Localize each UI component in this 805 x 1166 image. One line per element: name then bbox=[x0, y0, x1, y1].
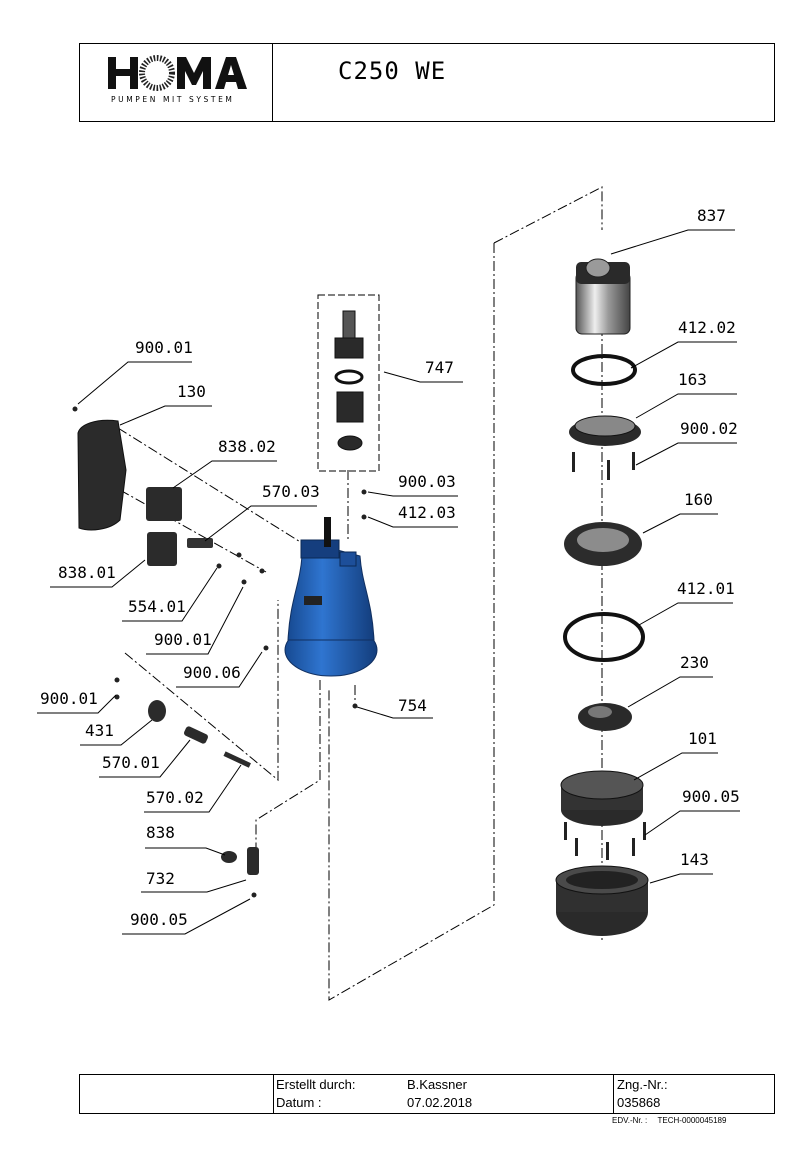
part-label-p900_02: 900.02 bbox=[680, 419, 738, 438]
part-837-motor bbox=[575, 258, 631, 335]
part-label-p838_02: 838.02 bbox=[218, 437, 276, 456]
part-label-p754: 754 bbox=[398, 696, 427, 715]
part-label-p900_01c: 900.01 bbox=[40, 689, 98, 708]
part-900-02-screws bbox=[572, 452, 635, 480]
logo-letters bbox=[108, 55, 247, 91]
part-label-p900_03: 900.03 bbox=[398, 472, 456, 491]
created-by-value: B.Kassner bbox=[407, 1077, 467, 1092]
drawing-number-label: Zng.-Nr.: bbox=[617, 1077, 668, 1092]
part-label-p900_01b: 900.01 bbox=[154, 630, 212, 649]
part-label-p431: 431 bbox=[85, 721, 114, 740]
part-838-02-switch bbox=[146, 487, 182, 521]
part-747-box bbox=[317, 294, 380, 472]
part-label-p570_01: 570.01 bbox=[102, 753, 160, 772]
part-230-impeller bbox=[578, 703, 632, 731]
part-570-03-bolt bbox=[187, 538, 213, 548]
pump-body bbox=[284, 517, 378, 677]
part-label-p163: 163 bbox=[678, 370, 707, 389]
homa-logo bbox=[108, 55, 247, 91]
part-163-ring bbox=[569, 415, 641, 446]
part-747-parts bbox=[334, 310, 364, 451]
part-838-01-switch bbox=[147, 532, 177, 566]
part-412-01-oring bbox=[563, 612, 645, 662]
part-label-p554_01: 554.01 bbox=[128, 597, 186, 616]
edv-value: TECH-0000045189 bbox=[657, 1116, 727, 1125]
part-label-p101: 101 bbox=[688, 729, 717, 748]
part-label-p900_06: 900.06 bbox=[183, 663, 241, 682]
assembly-centerlines bbox=[117, 186, 603, 1001]
part-label-p160: 160 bbox=[684, 490, 713, 509]
edv-number: EDV.-Nr. : TECH-0000045189 bbox=[612, 1116, 726, 1125]
part-label-p230: 230 bbox=[680, 653, 709, 672]
part-label-p412_01: 412.01 bbox=[677, 579, 735, 598]
footer-cell-number bbox=[613, 1074, 775, 1114]
logo-subtitle: PUMPEN MIT SYSTEM bbox=[111, 95, 235, 104]
part-431-bearing bbox=[148, 700, 166, 722]
edv-label: EDV.-Nr. : bbox=[612, 1116, 648, 1125]
part-label-p143: 143 bbox=[680, 850, 709, 869]
part-small-screws-left bbox=[72, 406, 358, 898]
part-label-p838_01: 838.01 bbox=[58, 563, 116, 582]
logo-dotted-o bbox=[139, 55, 175, 91]
part-143-strainer bbox=[555, 865, 649, 936]
part-label-p747: 747 bbox=[425, 358, 454, 377]
part-labels: 837 412.02 163 900.02 160 412.01 230 101 900.05 1… bbox=[40, 206, 740, 929]
date-value: 07.02.2018 bbox=[407, 1095, 473, 1110]
part-label-p900_05l: 900.05 bbox=[130, 910, 188, 929]
header-title-cell bbox=[272, 43, 775, 122]
part-label-p412_03: 412.03 bbox=[398, 503, 456, 522]
part-160-ring bbox=[564, 522, 642, 566]
date-label: Datum : bbox=[276, 1095, 322, 1110]
footer-cell-blank bbox=[79, 1074, 274, 1114]
created-by-label: Erstellt durch: bbox=[276, 1077, 356, 1092]
part-130-cover bbox=[77, 419, 127, 531]
part-570-01-bolt bbox=[183, 726, 209, 744]
part-label-p900_05r: 900.05 bbox=[682, 787, 740, 806]
part-838-732-clamp bbox=[221, 847, 259, 875]
part-label-p838: 838 bbox=[146, 823, 175, 842]
model-title: C250 WE bbox=[338, 57, 447, 85]
drawing-number-value: 035868 bbox=[617, 1095, 661, 1110]
part-570-02-rod bbox=[223, 751, 251, 768]
part-900-05-screws-right bbox=[564, 822, 646, 860]
part-label-p570_02: 570.02 bbox=[146, 788, 204, 807]
part-label-p412_02: 412.02 bbox=[678, 318, 736, 337]
part-900-03-412-03 bbox=[361, 489, 367, 520]
part-label-p732: 732 bbox=[146, 869, 175, 888]
part-label-p570_03: 570.03 bbox=[262, 482, 320, 501]
part-412-02-oring bbox=[571, 354, 637, 386]
part-101-housing bbox=[560, 770, 644, 826]
leader-lines bbox=[37, 229, 740, 935]
part-label-p900_01a: 900.01 bbox=[135, 338, 193, 357]
part-label-p130: 130 bbox=[177, 382, 206, 401]
part-label-p837: 837 bbox=[697, 206, 726, 225]
